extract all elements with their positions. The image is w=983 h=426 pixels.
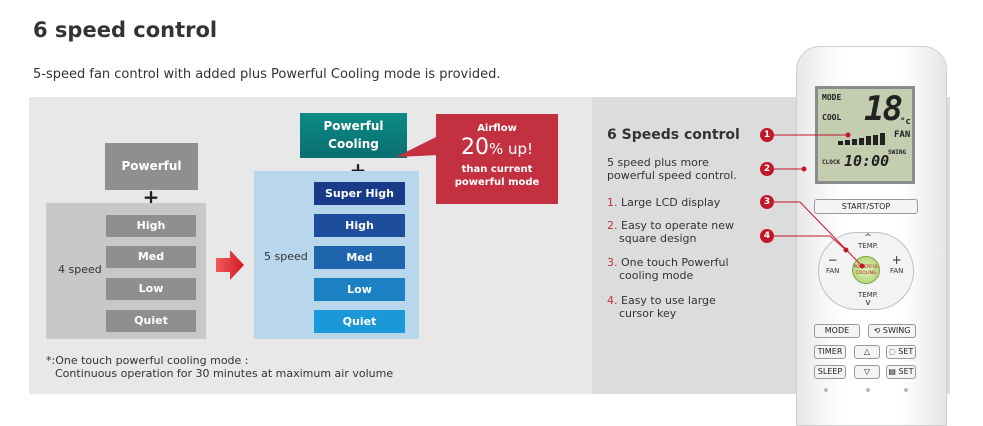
page-title: 6 speed control xyxy=(33,18,218,42)
marker-4: 4 xyxy=(760,229,774,243)
fan-minus-label: FAN xyxy=(826,267,840,275)
feature-2-text: Easy to operate new xyxy=(621,219,735,232)
callout-pointer xyxy=(396,135,440,157)
powerful-cooling-line2: Cooling xyxy=(328,137,379,151)
lcd-fan: FAN xyxy=(894,130,911,140)
lcd-fan-bars xyxy=(838,133,885,145)
speed5-high: High xyxy=(314,214,405,237)
temp-down-icon: v xyxy=(865,298,871,308)
lcd-clock: CLOCK xyxy=(822,159,841,166)
remote-dot xyxy=(904,388,908,392)
set-button-1[interactable]: ◌ SET xyxy=(886,345,916,359)
speed5-low: Low xyxy=(314,278,405,301)
powerful-btn-line2: COOLING xyxy=(855,271,877,276)
feature-4-num: 4. xyxy=(607,294,618,307)
lcd-cool: COOL xyxy=(822,113,842,122)
footnote-line1: *:One touch powerful cooling mode : xyxy=(46,354,249,367)
remote-desc-line1: 5 speed plus more xyxy=(607,156,709,169)
set-label-2: SET xyxy=(898,367,914,376)
callout-line1: Airflow xyxy=(477,123,517,134)
feature-3-text: One touch Powerful xyxy=(621,256,729,269)
down-arrow-button[interactable]: ▽ xyxy=(854,365,880,379)
set-button-2[interactable]: ▤ SET xyxy=(886,365,916,379)
temp-up-icon: ^ xyxy=(864,233,872,243)
callout-big-number: 20 xyxy=(460,135,489,160)
callout-line4: powerful mode xyxy=(454,177,540,188)
timer-button[interactable]: TIMER xyxy=(814,345,846,359)
powerful-box: Powerful xyxy=(105,143,198,190)
temp-down-button[interactable]: TEMP.v xyxy=(858,291,879,308)
callout-line3: than current xyxy=(461,164,533,175)
lcd-temperature: 18 xyxy=(864,89,903,129)
feature-1: 1. Large LCD display xyxy=(607,196,757,209)
remote-desc-line2: powerful speed control. xyxy=(607,169,737,182)
five-speed-label: 5 speed xyxy=(264,250,308,263)
grid-icon: ▤ xyxy=(888,367,899,376)
swing-button[interactable]: ⟲ SWING xyxy=(868,324,916,338)
feature-1-num: 1. xyxy=(607,196,618,209)
sleep-button[interactable]: SLEEP xyxy=(814,365,846,379)
feature-2-num: 2. xyxy=(607,219,618,232)
triangle-down-icon: ▽ xyxy=(863,367,871,376)
speed4-high: High xyxy=(106,215,196,237)
speed5-quiet: Quiet xyxy=(314,310,405,333)
feature-2-text2: square design xyxy=(619,232,697,245)
marker-2: 2 xyxy=(760,162,774,176)
page-subtitle: 5-speed fan control with added plus Powe… xyxy=(33,67,501,82)
temp-down-label: TEMP. xyxy=(858,291,879,299)
powerful-cooling-box: Powerful Cooling xyxy=(300,113,407,158)
swing-label: SWING xyxy=(882,326,911,335)
powerful-btn-line1: POWERFUL xyxy=(853,265,879,270)
temp-up-label: TEMP. xyxy=(858,242,879,250)
airflow-callout: Airflow 20% up! than current powerful mo… xyxy=(436,114,558,204)
mode-button[interactable]: MODE xyxy=(814,324,860,338)
feature-4-text2: cursor key xyxy=(619,307,677,320)
feature-3-num: 3. xyxy=(607,256,618,269)
speed4-med: Med xyxy=(106,246,196,268)
speed5-super-high: Super High xyxy=(314,182,405,205)
swing-icon: ⟲ xyxy=(873,326,883,335)
fan-icon: ◌ xyxy=(888,347,899,356)
fan-minus-button[interactable]: −FAN xyxy=(826,253,840,276)
minus-icon: − xyxy=(827,253,838,267)
arrow-right-icon xyxy=(216,250,244,280)
remote-info-title: 6 Speeds control xyxy=(607,127,740,143)
callout-big-suffix: % up! xyxy=(488,140,534,158)
powerful-cooling-line1: Powerful xyxy=(323,119,384,133)
plus-icon: + xyxy=(891,253,902,267)
fan-plus-label: FAN xyxy=(890,267,904,275)
set-label-1: SET xyxy=(898,347,914,356)
start-stop-button[interactable]: START/STOP xyxy=(814,199,918,214)
footnote: *:One touch powerful cooling mode : Cont… xyxy=(46,354,393,380)
feature-4-text: Easy to use large xyxy=(621,294,716,307)
remote-dot xyxy=(866,388,870,392)
feature-3-text2: cooling mode xyxy=(619,269,694,282)
plus-sign-left: + xyxy=(142,185,160,209)
lcd-mode: MODE xyxy=(822,93,842,102)
lcd-time: 10:00 xyxy=(844,152,890,170)
lcd-unit: °c xyxy=(900,117,911,127)
speed5-med: Med xyxy=(314,246,405,269)
speed4-quiet: Quiet xyxy=(106,310,196,332)
speed4-low: Low xyxy=(106,278,196,300)
marker-3: 3 xyxy=(760,195,774,209)
callout-big-line: 20% up! xyxy=(436,136,558,161)
four-speed-label: 4 speed xyxy=(58,263,102,276)
triangle-up-icon: △ xyxy=(863,347,871,356)
remote-info-desc: 5 speed plus more powerful speed control… xyxy=(607,156,767,182)
feature-1-text: Large LCD display xyxy=(621,196,721,209)
footnote-line2: Continuous operation for 30 minutes at m… xyxy=(55,367,394,380)
up-arrow-button[interactable]: △ xyxy=(854,345,880,359)
marker-1: 1 xyxy=(760,128,774,142)
lcd-swing: SWING xyxy=(888,149,907,156)
remote-dot xyxy=(824,388,828,392)
fan-plus-button[interactable]: +FAN xyxy=(890,253,904,276)
temp-up-button[interactable]: ^TEMP. xyxy=(858,233,879,251)
